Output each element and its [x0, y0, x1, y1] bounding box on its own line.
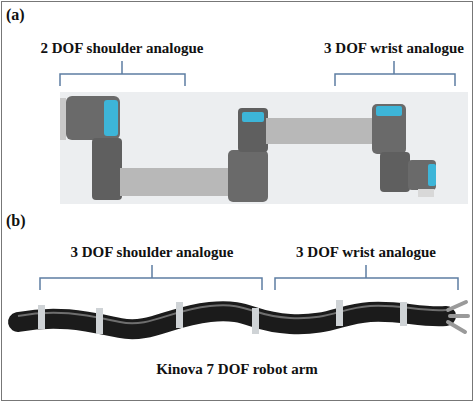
arm-highlight — [18, 305, 446, 323]
part-label: 3 DOF wrist analogue — [324, 39, 464, 57]
joint-ring — [38, 305, 45, 329]
kinova-robot-arm — [18, 300, 468, 334]
joint-accent — [428, 164, 436, 186]
bracket — [40, 265, 262, 290]
part-label: 2 DOF shoulder analogue — [41, 39, 204, 57]
part-label: 3 DOF wrist analogue — [296, 243, 436, 261]
bracket — [275, 265, 458, 290]
elbow-joint — [228, 150, 268, 202]
joint-accent — [376, 106, 402, 116]
tool-flange — [418, 189, 434, 197]
joint-ring — [96, 308, 103, 334]
panel-label: (a) — [6, 6, 25, 24]
joint-ring — [400, 302, 407, 326]
wrist-joint — [408, 160, 436, 190]
joint-accent — [242, 112, 264, 122]
elbow-joint — [238, 108, 268, 152]
shoulder-joint — [66, 96, 120, 140]
joint-ring — [176, 302, 183, 328]
upper-link — [120, 168, 230, 196]
part-label: 3 DOF shoulder analogue — [71, 243, 234, 261]
joint-ring — [252, 308, 259, 334]
wrist-joint — [380, 152, 410, 192]
shoulder-joint — [92, 138, 122, 200]
panel-label: (b) — [6, 212, 26, 230]
gripper-fingers — [448, 302, 468, 332]
wrist-joint — [372, 104, 406, 154]
bracket — [335, 61, 455, 86]
part-label: Kinova 7 DOF robot arm — [156, 360, 318, 378]
joint-accent — [104, 100, 118, 136]
bracket — [60, 61, 185, 86]
panel-ground — [60, 92, 468, 204]
joint-ring — [336, 300, 343, 326]
base-plate — [60, 98, 66, 140]
fore-link — [266, 118, 376, 144]
ur-robot-arm — [60, 92, 468, 204]
